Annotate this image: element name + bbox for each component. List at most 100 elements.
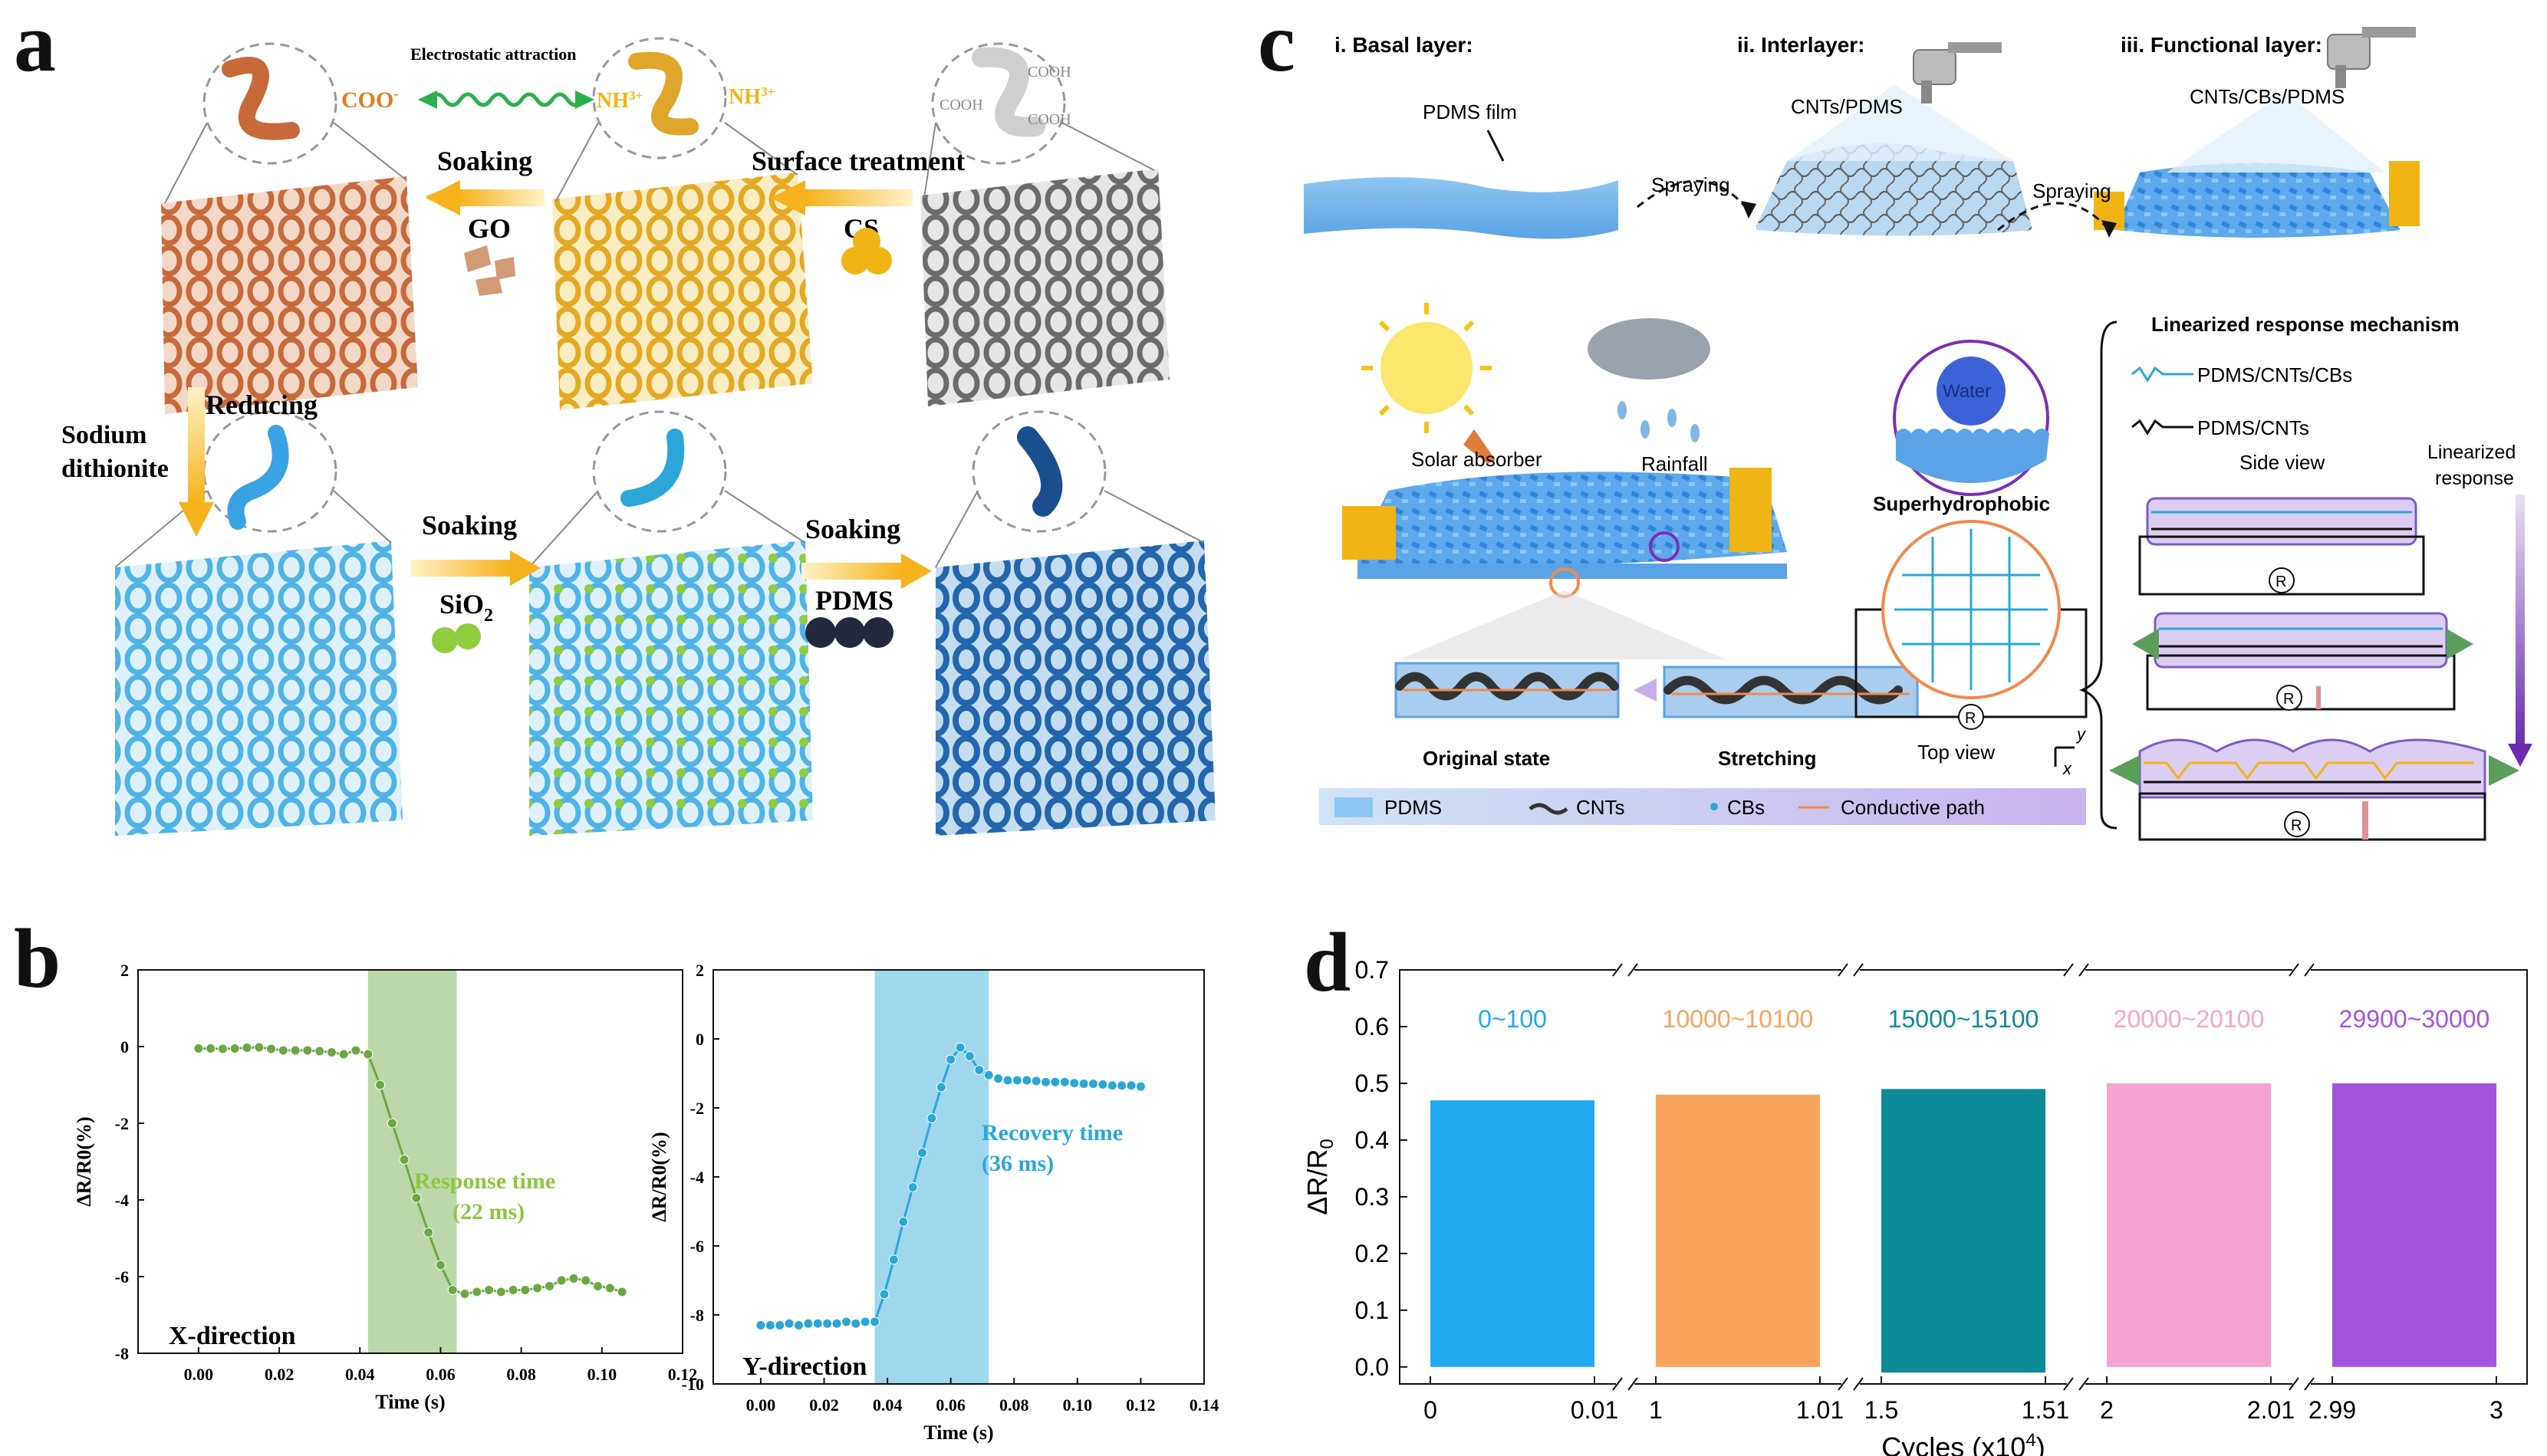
y-tick-label: 0 (696, 1030, 704, 1049)
fiber-rgo-icon (227, 425, 289, 530)
data-point (556, 1275, 567, 1286)
segment-label: 20000~20100 (2114, 1005, 2265, 1033)
legend-cbs-text: CBs (1727, 796, 1765, 819)
y-tick-label: -4 (690, 1168, 704, 1187)
functional-film-shape (2117, 163, 2401, 238)
arrow-surface-bar (805, 189, 913, 206)
data-point (888, 1254, 899, 1265)
x-tick-label: 0.10 (587, 1365, 617, 1384)
data-point (1078, 1079, 1089, 1089)
panel-a-figure: Electrostatic attraction COO- NH3+ NH3+ … (61, 37, 1216, 836)
x-tick-label: 1 (1649, 1396, 1663, 1424)
spraying-arrowhead-1 (1741, 201, 1756, 219)
layer-inter-title: ii. Interlayer: (1737, 33, 1865, 57)
resistor-r-3: R (2291, 817, 2302, 834)
segment-label: 15000~15100 (1888, 1005, 2039, 1033)
linearized-arrow-bar (2516, 495, 2525, 748)
legend-cbs-swatch (1710, 803, 1718, 810)
data-point (1031, 1076, 1042, 1086)
x-axis-label: Time (s) (375, 1391, 445, 1413)
water-label: Water (1943, 381, 1991, 402)
data-point (350, 1045, 361, 1056)
data-point (532, 1283, 543, 1293)
side-view-label: Side view (2239, 451, 2325, 474)
data-point (1041, 1076, 1051, 1087)
arrow-soaking-go-head (426, 180, 460, 215)
spray-gun-icon-1 (1913, 42, 2002, 104)
zoom-ellipse-green (592, 410, 727, 533)
panel-b-label: b (14, 912, 61, 1005)
data-point (266, 1044, 277, 1054)
strip-arrow (1634, 679, 1657, 702)
sample-film (1357, 472, 1787, 568)
data-point (568, 1274, 579, 1283)
y-tick-label: 0.6 (1355, 1013, 1389, 1040)
data-point (1022, 1075, 1032, 1086)
data-point (278, 1045, 288, 1056)
data-point (314, 1046, 325, 1057)
arrow-reducing-bar (188, 387, 205, 502)
data-point (1097, 1079, 1108, 1090)
axis-break-mark (2063, 1377, 2074, 1391)
step-surface-treatment: Surface treatment (752, 146, 965, 176)
data-point (926, 1113, 937, 1123)
data-point (1117, 1080, 1127, 1091)
data-point (423, 1228, 434, 1237)
plot-frame (137, 969, 683, 1354)
y-tick-label: 0.4 (1355, 1126, 1389, 1154)
axis-break-bottom-gap (1616, 1379, 1634, 1389)
axis-break-mark (1612, 963, 1623, 977)
axis-break-mark (1853, 963, 1864, 977)
data-point (860, 1316, 870, 1327)
spraying-label-1: Spraying (1651, 173, 1730, 196)
sun-rays (1361, 303, 1492, 433)
step-sodium-2: dithionite (61, 455, 169, 483)
step-reducing: Reducing (206, 389, 318, 420)
arrow-sio2-head (510, 551, 541, 586)
x-tick-label: 0.06 (426, 1365, 456, 1384)
network-lines (1894, 529, 2048, 690)
data-point (898, 1217, 909, 1227)
top-view-label: Top view (1917, 741, 1995, 764)
y-tick-label: -6 (690, 1237, 704, 1256)
axis-break-mark (2289, 963, 2299, 977)
data-point (803, 1318, 814, 1329)
data-point (917, 1148, 928, 1158)
x-tick-label: 0.02 (809, 1395, 839, 1415)
zoom-marker-purple (1649, 531, 1680, 562)
cnts-cbs-pdms-label: CNTs/CBs/PDMS (2190, 85, 2345, 108)
axis-break-mark (2304, 963, 2315, 977)
nh3-label-a: NH3+ (597, 88, 643, 113)
fabric-pdms-darkblue (936, 541, 1216, 836)
highlight-band (367, 970, 457, 1353)
y-tick-label: -8 (115, 1344, 129, 1363)
data-point (363, 1049, 373, 1060)
electrostatic-wave (427, 92, 585, 107)
x-tick-label: 0.14 (1190, 1395, 1219, 1415)
panel-a-label: a (14, 0, 56, 89)
x-tick-label: 0.06 (936, 1395, 966, 1415)
data-point (242, 1043, 252, 1053)
data-point (472, 1287, 482, 1297)
spraying-label-2: Spraying (2032, 179, 2111, 202)
side-view-stretched-1: R (2132, 612, 2473, 711)
arrow-sio2-bar (410, 560, 510, 577)
data-point (812, 1318, 823, 1329)
x-tick-label: 0.04 (873, 1395, 903, 1415)
recovery-time-value: (36 ms) (982, 1151, 1054, 1176)
data-point (217, 1044, 228, 1054)
data-point (399, 1155, 410, 1165)
pdms-film-label: PDMS film (1423, 100, 1517, 123)
data-point (775, 1320, 785, 1330)
mechanism-title: Linearized response mechanism (2151, 313, 2460, 336)
step-soaking-2: Soaking (422, 510, 517, 541)
side-view-unstretched: R (2138, 497, 2425, 596)
step-sodium-1: Sodium (61, 421, 147, 449)
layer-func-title: iii. Functional layer: (2121, 33, 2322, 57)
y-axis-label: ΔR/R0(%) (652, 1132, 670, 1221)
legend-pdms-cnts-cbs-line (2131, 366, 2193, 383)
data-point (411, 1193, 422, 1203)
